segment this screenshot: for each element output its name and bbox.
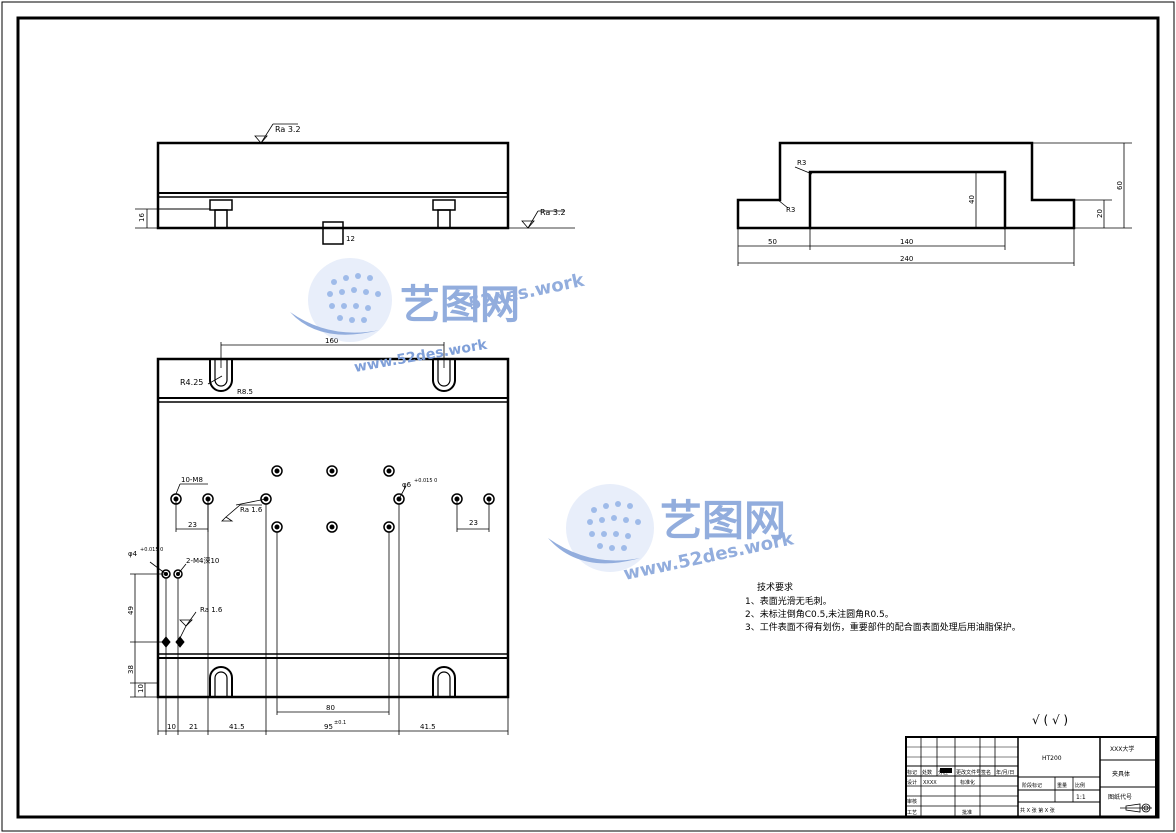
- title-block: [905, 736, 1157, 818]
- side-r3-bottom: R3: [786, 206, 795, 214]
- hole: [326, 465, 338, 477]
- general-roughness: √ ( √ ): [1032, 713, 1068, 727]
- front-dim-16: 16: [138, 213, 146, 222]
- tb-standard-label: 标准化: [960, 779, 975, 786]
- watermark-url-top: 52des.work: [467, 270, 587, 315]
- tb-row-label-2: 处数: [922, 769, 932, 776]
- side-dim-240: 240: [900, 255, 913, 263]
- hole: [271, 465, 283, 477]
- side-dim-20: 20: [1096, 209, 1104, 218]
- hole: [383, 521, 395, 533]
- tb-designer: XXXX: [923, 780, 937, 786]
- hole: [383, 465, 395, 477]
- tb-row-label-1: 标记: [907, 769, 917, 776]
- inner-border: [16, 16, 1160, 819]
- side-view: [736, 141, 1132, 266]
- plan-r85: R8.5: [237, 388, 253, 396]
- hole: [271, 521, 283, 533]
- side-dim-60: 60: [1116, 181, 1124, 190]
- plan-dim-38: 38: [127, 665, 135, 674]
- plan-r425: R4.25: [180, 378, 203, 387]
- side-r3-top: R3: [797, 159, 806, 167]
- tb-stage-label: 阶段标记: [1022, 782, 1042, 789]
- plan-ra-16-b: Ra 1.6: [200, 606, 223, 614]
- plan-dim-10-h: 10: [167, 723, 176, 731]
- side-dim-40: 40: [968, 195, 976, 204]
- tb-designer-label: 设计: [907, 779, 917, 786]
- tb-row-label-5: 签名: [981, 769, 991, 776]
- plan-hole-phi-tol: +0.015 0: [414, 478, 437, 484]
- hole: [326, 521, 338, 533]
- side-dim-50: 50: [768, 238, 777, 246]
- plan-thread-m8: 10-M8: [181, 476, 203, 484]
- tb-weight-label: 重量: [1057, 782, 1067, 789]
- tb-school: XXX大学: [1110, 745, 1134, 753]
- watermark-brand-top: 艺图网: [400, 282, 520, 328]
- plan-dim-95-tol: ±0.1: [334, 720, 346, 726]
- front-dim-slot: 12: [346, 235, 355, 243]
- tb-approve-label: 批准: [962, 809, 972, 816]
- tb-row-label-3: 分区: [938, 769, 948, 776]
- plan-ra-16-a: Ra 1.6: [240, 506, 263, 514]
- notes-line-3: 3、工件表面不得有划伤，重要部件的配合面表面处理后用油脂保护。: [745, 621, 1021, 633]
- globe-icon: [566, 484, 654, 572]
- side-dim-140: 140: [900, 238, 913, 246]
- plan-dim-23-right: 23: [469, 519, 478, 527]
- plan-dim-415-right: 41.5: [420, 723, 436, 731]
- plan-dimension-lines: [130, 483, 509, 735]
- plan-dim-21: 21: [189, 723, 198, 731]
- watermark-brand-center: 艺图网: [660, 496, 786, 545]
- tb-review-label: 审核: [907, 798, 917, 805]
- notes-line-2: 2、未标注倒角C0.5,未注圆角R0.5。: [745, 608, 894, 620]
- plan-hole-phi: φ6: [402, 481, 412, 489]
- tb-row-label-6: 年/月/日: [996, 769, 1014, 776]
- globe-icon: [308, 258, 392, 342]
- plan-pin-phi: φ4: [128, 550, 138, 558]
- plan-dim-95: 95: [324, 723, 333, 731]
- title-stamp-block: [940, 768, 952, 773]
- plan-dim-23-left: 23: [188, 521, 197, 529]
- tb-row-label-4: 更改文件号: [956, 769, 981, 776]
- plan-dim-160: 160: [325, 337, 338, 345]
- watermark-url-small: www.52des.work: [353, 337, 489, 376]
- tb-part-name: 夹具体: [1112, 770, 1130, 778]
- projection-symbol-icon: [1120, 803, 1152, 813]
- front-ra-top: Ra 3.2: [275, 125, 301, 134]
- tb-process-label: 工艺: [907, 810, 917, 816]
- plan-dim-49: 49: [127, 606, 135, 615]
- tb-sheet-info: 共 X 张 第 X 张: [1020, 807, 1055, 814]
- watermark-top: 艺图网 52des.work: [290, 258, 587, 342]
- tb-scale: 1:1: [1076, 794, 1086, 801]
- plan-pin-phi-tol: +0.015 0: [140, 547, 163, 553]
- tb-drawing-no: 图纸代号: [1108, 793, 1132, 801]
- tb-material: HT200: [1042, 755, 1062, 762]
- front-ra-right: Ra 3.2: [540, 208, 566, 217]
- plan-dim-415-left: 41.5: [229, 723, 245, 731]
- plan-thread-m4: 2-M4深10: [186, 556, 219, 565]
- notes-heading: 技术要求: [757, 581, 793, 593]
- notes-line-1: 1、表面光滑无毛刺。: [745, 595, 832, 607]
- plan-dim-80: 80: [326, 704, 335, 712]
- plan-view: [156, 342, 510, 699]
- tb-scale-label: 比例: [1075, 782, 1085, 789]
- plan-dim-10-v: 10: [137, 684, 145, 693]
- front-view: [135, 123, 575, 245]
- watermark-center: 艺图网 www.52des.work: [548, 484, 796, 585]
